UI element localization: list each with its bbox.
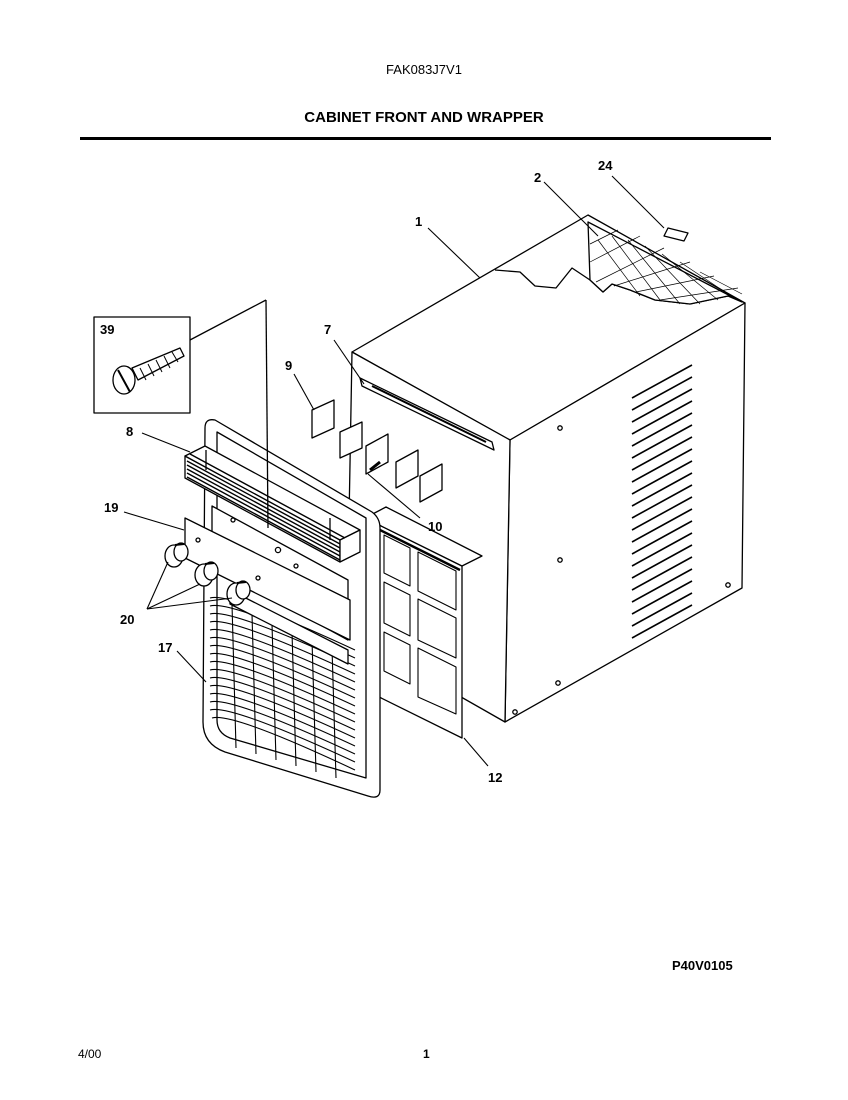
knob-3	[226, 580, 251, 606]
knob-2	[194, 561, 219, 587]
callout-10: 10	[428, 519, 442, 534]
callout-8: 8	[126, 424, 133, 439]
leader-lines	[123, 175, 665, 767]
callout-7: 7	[324, 322, 331, 337]
callout-39: 39	[100, 322, 114, 337]
knob-1	[164, 542, 189, 568]
callout-24: 24	[598, 158, 613, 173]
model-number: FAK083J7V1	[386, 62, 462, 77]
callout-20: 20	[120, 612, 134, 627]
footer-date: 4/00	[78, 1047, 102, 1061]
diagram-code: P40V0105	[672, 958, 733, 973]
louver-assembly	[184, 445, 361, 563]
page-number: 1	[423, 1047, 430, 1061]
callout-labels: 1 2 24 39 7 9 8 19 20 17 10 12	[100, 158, 613, 785]
control-knobs	[164, 542, 251, 606]
callout-17: 17	[158, 640, 172, 655]
callout-2: 2	[534, 170, 541, 185]
callout-19: 19	[104, 500, 118, 515]
bracket-set	[311, 399, 443, 503]
callout-12: 12	[488, 770, 502, 785]
insulation-pad	[587, 221, 743, 305]
callout-1: 1	[415, 214, 422, 229]
label-tag	[663, 227, 689, 242]
page-title: CABINET FRONT AND WRAPPER	[304, 109, 544, 126]
title-rule	[80, 137, 771, 140]
callout-9: 9	[285, 358, 292, 373]
screw-inset	[93, 299, 269, 529]
